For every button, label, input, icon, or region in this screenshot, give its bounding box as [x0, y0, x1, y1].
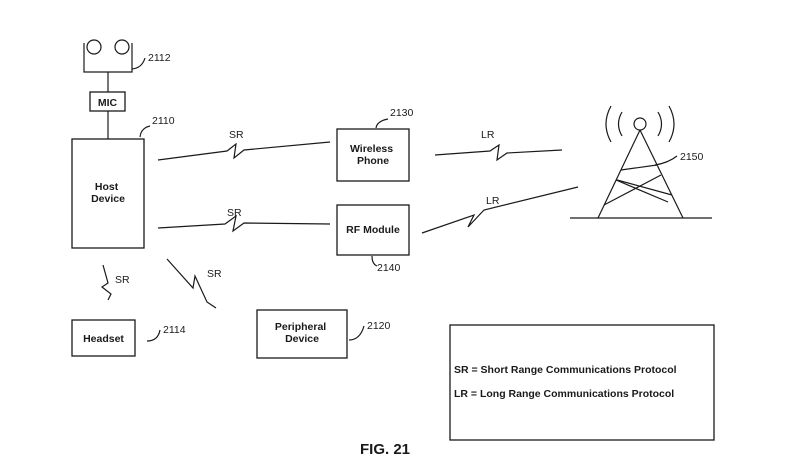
sr-link-host-rf: [157, 214, 331, 233]
wireless-phone-label: Wireless Phone: [350, 143, 396, 167]
headset-label: Headset: [83, 333, 124, 345]
leader-2130: [375, 118, 389, 129]
sr-link-host-peripheral: [166, 258, 217, 309]
ref-2140: 2140: [377, 262, 401, 274]
leader-2150: [654, 155, 678, 166]
lr-label-phone-tower: LR: [481, 129, 495, 141]
ref-2110: 2110: [152, 115, 175, 127]
figure-caption: FIG. 21: [360, 441, 410, 458]
mic-box: [89, 91, 126, 112]
sr-label-host-rf: SR: [227, 207, 242, 219]
legend-box: [449, 324, 715, 441]
lr-label-rf-tower: LR: [486, 195, 500, 207]
leader-2120: [348, 325, 365, 341]
legend-sr: SR = Short Range Communications Protocol: [454, 364, 677, 376]
rf-module-label: RF Module: [346, 224, 400, 236]
headset-box: [71, 319, 136, 357]
host-device-box: [71, 138, 145, 249]
leader-2112: [131, 57, 146, 70]
ref-2120: 2120: [367, 320, 391, 332]
cell-tower-icon: [570, 105, 712, 219]
ref-2112: 2112: [148, 52, 171, 64]
ref-2150: 2150: [680, 151, 704, 163]
ref-2130: 2130: [390, 107, 414, 119]
peripheral-device-box: [256, 309, 348, 359]
sr-link-host-phone: [157, 141, 331, 161]
microphone-icon: [83, 39, 133, 139]
leader-2114: [146, 329, 161, 342]
peripheral-device-label: Peripheral Device: [275, 321, 329, 345]
sr-link-host-headset: [100, 264, 112, 301]
ref-2114: 2114: [163, 324, 186, 336]
lr-link-rf-tower: [421, 186, 579, 234]
leader-2140: [371, 255, 378, 267]
sr-label-host-phone: SR: [229, 129, 244, 141]
sr-label-host-peripheral: SR: [207, 268, 222, 280]
mic-label: MIC: [98, 97, 118, 109]
rf-module-box: [336, 204, 410, 256]
legend-lr: LR = Long Range Communications Protocol: [454, 388, 674, 400]
lr-link-phone-tower: [434, 143, 563, 162]
leader-2110: [139, 125, 151, 138]
host-device-label: Host Device: [91, 181, 125, 205]
sr-label-host-headset: SR: [115, 274, 130, 286]
wireless-phone-box: [336, 128, 410, 182]
